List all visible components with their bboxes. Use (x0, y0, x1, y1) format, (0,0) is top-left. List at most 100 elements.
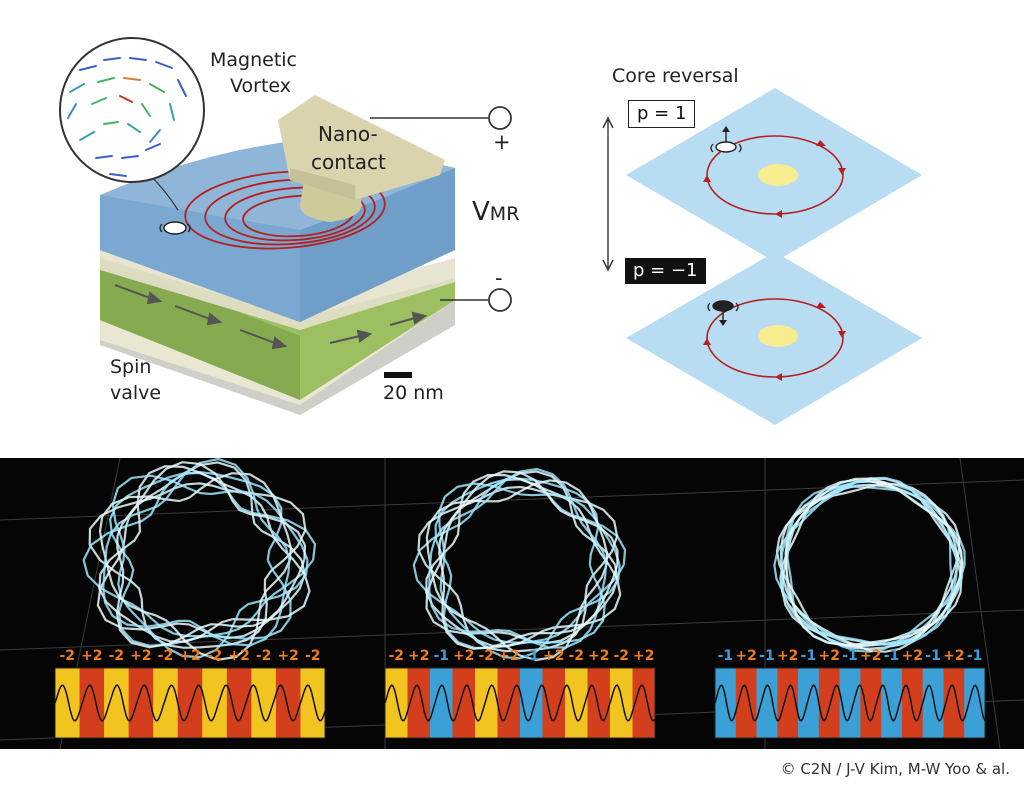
nonmagnetic-layer (100, 240, 455, 330)
charge-label: -2 (305, 648, 321, 664)
panel-1: -2+2-2+2-2+2-2+2-2+2-2 (54, 457, 326, 739)
charge-label: +2 (228, 648, 249, 664)
stripe (177, 668, 203, 738)
charge-label: +2 (543, 648, 564, 664)
charge-label: +2 (453, 648, 474, 664)
trajectory-2 (412, 467, 627, 662)
stripe (860, 668, 882, 738)
charge-label: -2 (256, 648, 272, 664)
stripe (735, 668, 758, 738)
core-reversal-diagram (602, 88, 922, 425)
stripe (520, 668, 543, 738)
charge-label: +2 (818, 648, 839, 664)
minus-terminal (488, 288, 512, 312)
stripe (542, 668, 566, 738)
charge-label: +2 (179, 648, 200, 664)
stripe (475, 668, 498, 738)
stripe (943, 668, 965, 738)
signal-wave (384, 684, 656, 722)
charge-label: -1 (842, 648, 858, 664)
spin-valve-label-line1: Spin (110, 356, 152, 378)
stripe (497, 668, 521, 738)
charge-label: -2 (478, 648, 494, 664)
stripe (922, 668, 944, 738)
charge-label: +2 (81, 648, 102, 664)
stripe (452, 668, 476, 738)
core-center-up (758, 164, 798, 186)
charge-label: -1 (967, 648, 983, 664)
charge-label: +2 (633, 648, 654, 664)
stripe (407, 668, 431, 738)
charge-label: -1 (884, 648, 900, 664)
scale-bar (384, 372, 412, 378)
charge-label: +2 (777, 648, 798, 664)
stripe (901, 668, 924, 738)
charge-label: +2 (588, 648, 609, 664)
fixed-layer-arrows (114, 284, 428, 350)
vortex-label-line1: Magnetic (210, 49, 298, 71)
charge-label: +2 (735, 648, 756, 664)
credit-text: © C2N / J-V Kim, M-W Yoo & al. (780, 760, 1010, 778)
vortex-inset (59, 37, 205, 183)
vortex-label-line2: Vortex (230, 75, 292, 97)
charge-label: -1 (925, 648, 941, 664)
charge-label: -2 (207, 648, 223, 664)
charge-label: +2 (408, 648, 429, 664)
stripe (964, 668, 986, 738)
stripe (430, 668, 453, 738)
charge-label: -2 (158, 648, 174, 664)
stripe (839, 668, 861, 738)
trajectory-3 (773, 476, 966, 653)
panel-3: -1+2-1+2-1+2-1+2-1+2-1+2-1 (714, 476, 986, 739)
panel-2: -2+2-1+2-2+2-1+2-2+2-2+2 (384, 467, 656, 739)
nano-contact-label-line1: Nano- (318, 122, 378, 146)
charge-label: -2 (568, 648, 584, 664)
stripe (226, 668, 252, 738)
spin-valve-label-line2: valve (110, 382, 162, 404)
vmr-label: VMR (472, 197, 520, 227)
stripe (128, 668, 154, 738)
vortex-spin-arrows (67, 57, 187, 177)
stripe (275, 668, 301, 738)
p-down-label: p = −1 (625, 258, 706, 284)
charge-label: -2 (109, 648, 125, 664)
stripe (756, 668, 778, 738)
charge-label: -1 (433, 648, 449, 664)
signal-wave (714, 684, 986, 722)
charge-label: +2 (860, 648, 881, 664)
charge-label: +2 (130, 648, 151, 664)
vortex-orbits (184, 170, 386, 250)
charge-label: +2 (498, 648, 519, 664)
plus-terminal (488, 106, 512, 130)
charge-label: -2 (388, 648, 404, 664)
charge-label: -1 (523, 648, 539, 664)
stripe (385, 668, 408, 738)
charge-label: -1 (801, 648, 817, 664)
stripe (798, 668, 820, 738)
stripe (818, 668, 841, 738)
stripe (715, 668, 737, 738)
stripe (55, 668, 81, 738)
charge-label: -1 (759, 648, 775, 664)
stripe (587, 668, 611, 738)
trajectory-1 (82, 457, 317, 661)
charge-label: -2 (613, 648, 629, 664)
stripe (610, 668, 633, 738)
stripe (881, 668, 903, 738)
core-reversal-title: Core reversal (612, 65, 739, 87)
nano-contact-pad (278, 95, 445, 200)
core-center-down (758, 325, 798, 347)
stripe (251, 668, 277, 738)
charge-label: +2 (902, 648, 923, 664)
scale-label: 20 nm (383, 382, 444, 404)
charge-label: -1 (718, 648, 734, 664)
stripe (777, 668, 799, 738)
charge-label: +2 (277, 648, 298, 664)
nano-contact-device-illustration (59, 37, 512, 415)
stripe (153, 668, 179, 738)
p-up-label: p = 1 (628, 100, 696, 128)
charge-label: +2 (943, 648, 964, 664)
nano-contact-label-line2: contact (311, 150, 386, 174)
